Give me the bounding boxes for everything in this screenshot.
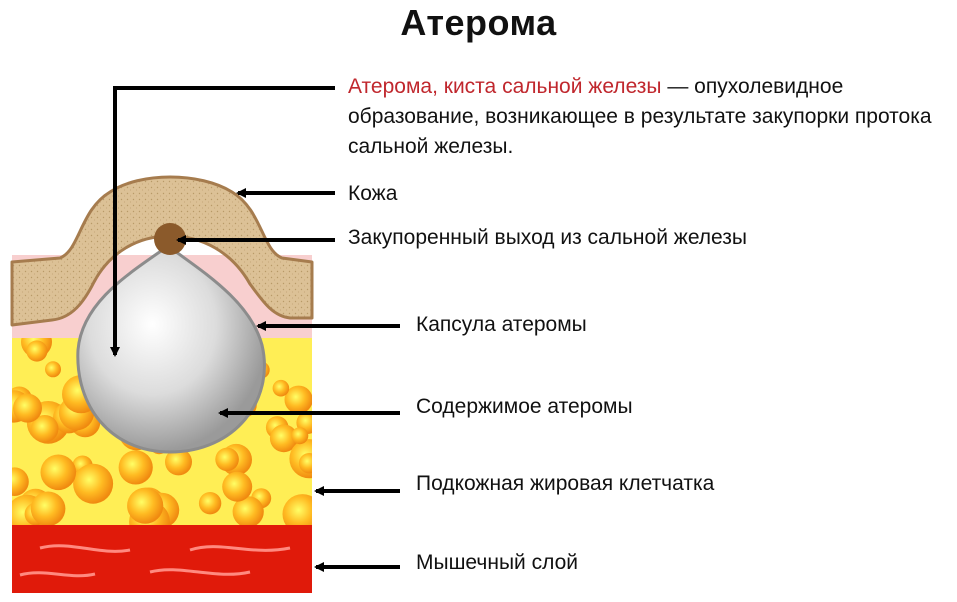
fat-globule [30,415,59,443]
definition-rest: — опухолевидное образование, возникающее… [348,75,932,158]
fat-globule [298,453,312,474]
fat-globule [30,491,66,527]
pointer-arrows [110,86,400,572]
fat-globule [222,471,253,502]
fat-globule [269,424,298,453]
fat-globule [73,463,114,504]
definition-term: Атерома, киста сальной железы [348,75,662,98]
label-capsule: Капсула атеромы [416,313,587,336]
fat-globule [215,447,239,472]
fat-globule [284,385,312,414]
fat-globule [40,454,77,491]
muscle-layer [12,525,312,593]
fat-globule [272,379,290,397]
definition-text: Атерома, киста сальной железы — опухолев… [348,72,953,162]
fat-globule [127,487,164,524]
label-blocked-duct: Закупоренный выход из сальной железы [348,226,747,249]
label-fat: Подкожная жировая клетчатка [416,472,715,495]
fat-globule [282,494,312,528]
blocked-duct [154,223,186,255]
fat-globule [291,427,309,445]
label-muscle: Мышечный слой [416,551,579,574]
fat-globule [198,492,222,515]
fat-globule [165,448,192,476]
label-skin: Кожа [348,182,398,205]
fat-globule [232,496,264,528]
fat-globule [45,361,61,378]
atheroma-capsule [76,244,266,454]
fat-globule [12,467,29,496]
diagram-title: Атерома [400,2,557,43]
arrow-definition [110,86,335,357]
label-contents: Содержимое атеромы [416,395,633,418]
fat-globule [13,393,42,423]
fat-globule [118,450,153,485]
fat-globule [26,340,48,362]
